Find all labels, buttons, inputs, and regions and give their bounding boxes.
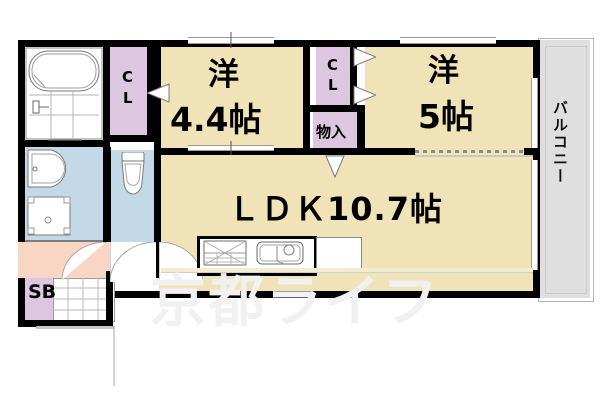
- wall-cl1-right: [147, 40, 154, 142]
- opening-room44-ldk-mark: [230, 141, 232, 155]
- genkan-tile-grid: [53, 278, 113, 320]
- refrigerator-space: [316, 237, 362, 271]
- bathtub-fixture: [25, 47, 103, 140]
- genkan-wall-right: [106, 271, 113, 327]
- wall-closet2-right: [350, 40, 357, 112]
- washing-machine-fixture: [27, 196, 71, 236]
- wall-room44-bottom: [154, 148, 310, 155]
- balcony-inner-frame: [545, 46, 587, 294]
- closet-cl-2-label-c: C: [327, 56, 339, 74]
- balcony-area: [540, 40, 590, 298]
- kitchen-stove-fixture: [203, 240, 247, 266]
- balcony-label: バルコニー: [551, 100, 569, 185]
- sliding-door-room5-balcony[interactable]: [531, 78, 538, 148]
- wash-basin-fixture: [27, 149, 67, 188]
- entrance-door[interactable]: [36, 326, 116, 388]
- toilet-door[interactable]: [110, 242, 158, 284]
- closet-cl2-door-lower[interactable]: [352, 84, 376, 106]
- wall-room5-bottom-right: [524, 148, 533, 155]
- shoe-box-label: SB: [28, 281, 57, 303]
- room-4-4-floor: [159, 47, 303, 155]
- wall-room5-bottom: [365, 148, 415, 155]
- outer-wall-top: [18, 40, 540, 47]
- ldk-bottom-rail: [161, 268, 533, 273]
- wall-room44-right: [303, 40, 310, 155]
- room-4-4-label-type: 洋: [208, 57, 239, 93]
- washroom-bottom-divider: [25, 240, 103, 242]
- shoe-box: [25, 278, 53, 320]
- closet-cl-2: [316, 47, 350, 105]
- wall-storage-right: [357, 105, 365, 155]
- sliding-door-ldk-balcony[interactable]: [531, 160, 538, 270]
- storage-label: 物入: [316, 123, 347, 141]
- wall-washroom-toilet: [103, 147, 111, 242]
- room-4-4-label-size: 4.4帖: [170, 100, 262, 139]
- wall-bath-right: [103, 40, 110, 147]
- ldk-label: ＬＤＫ10.7帖: [228, 190, 443, 228]
- room-5-floor: [365, 47, 533, 155]
- room-5-label-type: 洋: [428, 53, 459, 89]
- genkan-wall-left: [18, 278, 25, 327]
- wall-storage-bottom: [310, 148, 365, 155]
- window-room5-top: [400, 37, 496, 44]
- wall-cl1-bottom: [103, 135, 154, 142]
- opening-room5-ldk-rail: [415, 155, 533, 157]
- genkan-wall-bottom: [18, 320, 113, 327]
- outer-wall-left: [18, 40, 25, 298]
- outer-wall-bottom: [18, 291, 540, 298]
- closet-cl-1-label-l: L: [123, 89, 133, 107]
- toilet-fixture: [121, 152, 145, 195]
- room-5-label-size: 5帖: [418, 97, 474, 136]
- closet-cl2-door-upper[interactable]: [352, 46, 376, 68]
- washroom-door[interactable]: [62, 242, 106, 282]
- window-room44-top-mark: [230, 32, 232, 48]
- wall-closet2-bottom: [310, 105, 357, 112]
- closet-cl-2-label-l: L: [328, 76, 338, 94]
- closet-cl-1-label-c: C: [122, 68, 134, 86]
- closet-cl-1: [110, 47, 147, 135]
- wall-ldk-left: [154, 155, 161, 278]
- watermark: 京都ライフ: [150, 270, 440, 335]
- kitchen-sink-fixture: [256, 241, 304, 265]
- storage-door[interactable]: [324, 154, 346, 178]
- storage-monoire: [313, 111, 357, 155]
- closet-cl1-door[interactable]: [147, 82, 171, 104]
- wall-bath-bottom: [25, 140, 110, 147]
- opening-room5-ldk[interactable]: [415, 150, 524, 153]
